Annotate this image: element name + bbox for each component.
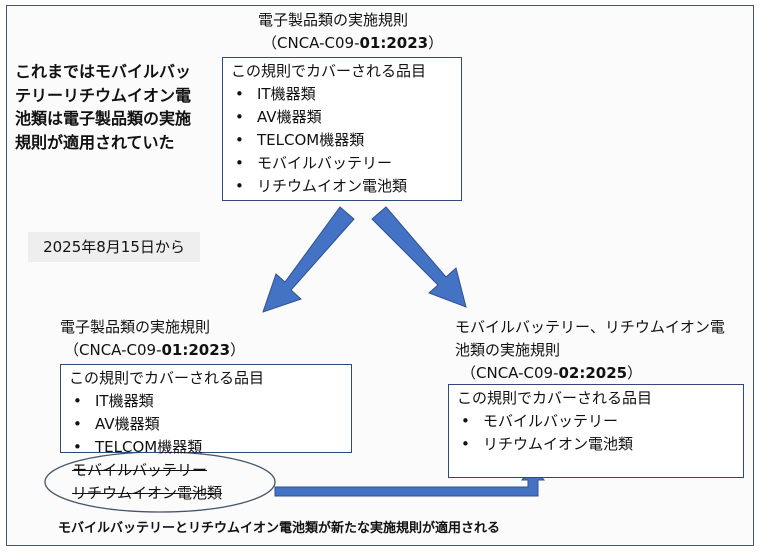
removed-item: リチウムイオン電池類 bbox=[72, 484, 223, 502]
bottom-left-rule-code: （CNCA-C09-01:2023） bbox=[64, 339, 245, 362]
bottom-right-rule-box: この規則でカバーされる品目 モバイルバッテリー リチウムイオン電池類 bbox=[448, 384, 744, 478]
code-number: 01:2023 bbox=[359, 34, 429, 52]
code-suffix: ） bbox=[230, 341, 246, 359]
list-item: AV機器類 bbox=[69, 413, 343, 436]
code-suffix: ） bbox=[428, 34, 444, 52]
bottom-right-rule-title: モバイルバッテリー、リチウムイオン電 bbox=[455, 318, 725, 336]
code-number: 02:2025 bbox=[558, 364, 628, 382]
box-heading: この規則でカバーされる品目 bbox=[231, 62, 427, 80]
item-list: モバイルバッテリー リチウムイオン電池類 bbox=[457, 410, 735, 456]
bottom-right-rule-code: （CNCA-C09-02:2025） bbox=[461, 362, 642, 385]
arrow-right-down bbox=[371, 206, 467, 308]
list-item: リチウムイオン電池類 bbox=[231, 175, 453, 198]
code-prefix: （CNCA-C09- bbox=[64, 341, 162, 359]
list-item: モバイルバッテリー bbox=[457, 410, 735, 433]
list-item: IT機器類 bbox=[69, 390, 343, 413]
bottom-left-rule-title: 電子製品類の実施規則 bbox=[60, 318, 211, 336]
effective-date-label: 2025年8月15日から bbox=[28, 232, 200, 262]
list-item: TELCOM機器類 bbox=[231, 129, 453, 152]
code-suffix: ） bbox=[627, 364, 643, 382]
list-item: リチウムイオン電池類 bbox=[457, 433, 735, 456]
list-item: AV機器類 bbox=[231, 106, 453, 129]
list-item: TELCOM機器類 bbox=[69, 436, 343, 459]
box-heading: この規則でカバーされる品目 bbox=[69, 369, 265, 387]
code-prefix: （CNCA-C09- bbox=[461, 364, 559, 382]
list-item: モバイルバッテリー bbox=[231, 152, 453, 175]
arrow-left-down bbox=[262, 206, 355, 313]
top-rule-code: （CNCA-C09-01:2023） bbox=[262, 32, 443, 55]
caption: モバイルバッテリーとリチウムイオン電池類が新たな実施規則が適用される bbox=[58, 521, 501, 536]
code-number: 01:2023 bbox=[161, 341, 231, 359]
previous-rule-note: これまではモバイルバッテリーリチウムイオン電池類は電子製品類の実施規則が適用され… bbox=[15, 62, 192, 152]
box-heading: この規則でカバーされる品目 bbox=[457, 389, 653, 407]
item-list: IT機器類 AV機器類 TELCOM機器類 モバイルバッテリー リチウムイオン電… bbox=[231, 83, 453, 198]
top-rule-box: この規則でカバーされる品目 IT機器類 AV機器類 TELCOM機器類 モバイル… bbox=[222, 57, 462, 201]
code-prefix: （CNCA-C09- bbox=[262, 34, 360, 52]
bottom-left-rule-box: この規則でカバーされる品目 IT機器類 AV機器類 TELCOM機器類 bbox=[60, 364, 352, 459]
list-item: IT機器類 bbox=[231, 83, 453, 106]
item-list: IT機器類 AV機器類 TELCOM機器類 bbox=[69, 390, 343, 459]
removed-item: モバイルバッテリー bbox=[72, 461, 208, 479]
top-rule-title: 電子製品類の実施規則 bbox=[258, 11, 409, 29]
bottom-right-rule-title-line2: 池類の実施規則 bbox=[455, 341, 561, 359]
